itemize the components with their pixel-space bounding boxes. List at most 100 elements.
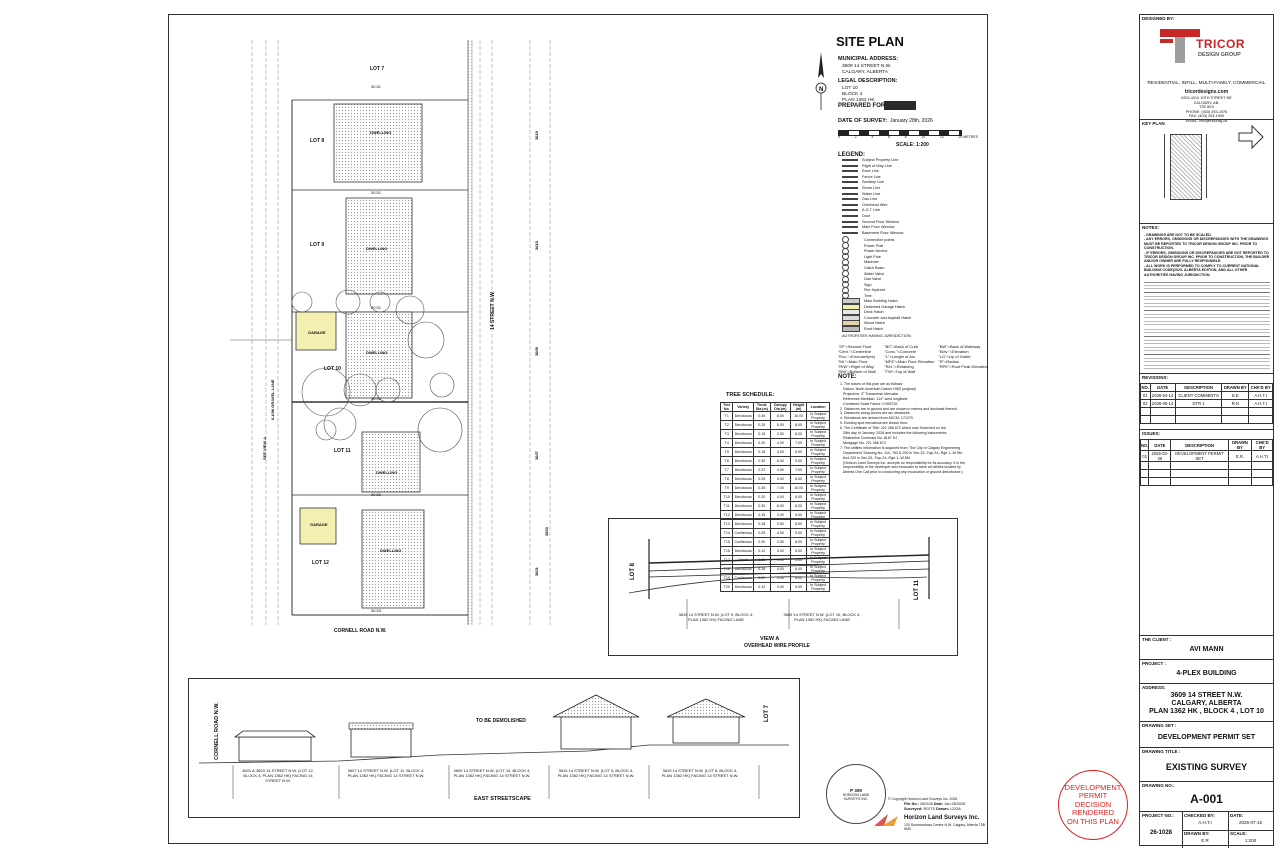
legend-swatch — [842, 326, 860, 332]
legend-swatch — [842, 320, 860, 327]
client-name: AVI MANN — [1189, 646, 1224, 653]
table-cell — [1248, 407, 1273, 416]
table-header-cell: NO. — [1139, 439, 1150, 451]
abbreviation-item: "R"=Radius — [938, 359, 959, 364]
top-dimension: 30.52 — [371, 396, 382, 401]
table-header-cell: DATE — [1148, 439, 1172, 451]
table-cell: In Subject Property — [806, 483, 830, 493]
note-line: Datum: North American Datum 1983 (origin… — [840, 386, 916, 391]
table-cell — [1227, 469, 1253, 478]
table-cell: T20 — [719, 582, 734, 592]
title-block-note: - DRAWINGS ARE NOT TO BE SCALED. — [1144, 233, 1212, 237]
project-meta-section: PROJECT NO.: 26-1028 CHECKED BY: A.H.T.I… — [1140, 811, 1273, 848]
table-header-cell: DESCRIPTION — [1170, 439, 1229, 451]
table-cell — [1251, 469, 1273, 478]
table-cell: T11 — [719, 501, 734, 511]
table-cell: In Subject Property — [806, 429, 830, 439]
site-plan-title: SITE PLAN — [836, 34, 904, 49]
table-cell: 0.20 — [752, 438, 771, 448]
table-cell: A.H.T.I — [1248, 391, 1273, 400]
table-cell: 02 — [1140, 399, 1151, 408]
table-cell: 6.00 — [769, 456, 791, 466]
legal-label: LEGAL DESCRIPTION: — [838, 78, 898, 84]
table-cell: 4.50 — [769, 465, 791, 475]
legend-item: Subject Property Line — [842, 158, 898, 162]
surveyor-address: 120 Sunmeadows Centre N.W. Calgary, Albe… — [904, 823, 985, 831]
abbreviation-item: "RPE"=Roof Peak Elevation — [938, 364, 988, 369]
legend-item: Concrete and Asphalt Hatch — [842, 314, 911, 321]
surveyor-name: Horizon Land Surveys Inc. — [904, 815, 980, 821]
house-number: 3607 — [534, 451, 539, 460]
table-header-cell: Tree No. — [719, 402, 734, 412]
legend-swatch — [842, 159, 858, 161]
legend-authority: AUTHORITIES HAVING JURISDICTION: — [842, 333, 912, 338]
note-line: 7. The utilities information is acquired… — [840, 445, 961, 450]
table-cell: Deciduous — [732, 447, 754, 457]
surveyor-seal: P 309 HORIZON LAND SURVEYS INC. — [826, 764, 886, 824]
legend-swatch — [842, 215, 858, 217]
legend-swatch — [842, 231, 858, 234]
legend-swatch — [842, 198, 858, 201]
demolish-label: TO BE DEMOLISHED — [476, 718, 526, 724]
table-cell — [1221, 415, 1250, 424]
survey-date-label: DATE OF SURVEY: — [838, 118, 888, 124]
table-cell: In Subject Property — [806, 447, 830, 457]
top-dimension: 30.53 — [371, 608, 382, 613]
svg-text:N: N — [819, 87, 823, 93]
table-cell: Deciduous — [732, 438, 754, 448]
house-number: 3615 — [534, 241, 539, 250]
table-cell: 8.00 — [789, 420, 808, 430]
abbreviation-item: "LG"=Lip of Gutter — [938, 354, 971, 359]
table-cell: 7.00 — [769, 483, 791, 493]
legend-swatch — [842, 309, 860, 316]
table-header-cell: Canopy Dia.(m) — [769, 402, 791, 412]
table-cell: 01 — [1140, 391, 1151, 400]
table-cell — [1251, 477, 1273, 486]
legend-item: Overhead Wire — [842, 203, 888, 207]
table-cell: 9.00 — [789, 456, 808, 466]
note-line: 3. Distances along curves are arc distan… — [840, 411, 911, 416]
copyright: © Copyright Horizon Land Surveys Inc. 20… — [888, 797, 958, 801]
streetscape-box — [188, 678, 800, 818]
sheet-border — [168, 14, 988, 844]
legend-item: Water Line — [842, 192, 880, 196]
table-cell — [1170, 469, 1229, 478]
table-cell: T8 — [719, 474, 734, 484]
lot-label: LOT 9 — [310, 242, 325, 248]
table-cell: 2026-05-14 — [1149, 399, 1176, 408]
streetscape-drawing — [198, 694, 789, 799]
table-cell: 0.35 — [752, 483, 771, 493]
table-row — [1139, 469, 1273, 478]
table-cell — [1221, 407, 1250, 416]
table-cell: 0.22 — [752, 465, 771, 475]
table-cell: In Subject Property — [806, 492, 830, 502]
lane-label: 6.10M GRAVEL LANE — [270, 379, 275, 420]
table-cell: In Subject Property — [806, 456, 830, 466]
table-header-cell: CHK'D BY — [1248, 383, 1273, 392]
tricor-logo-icon — [1160, 29, 1200, 63]
company-sub: DESIGN GROUP — [1198, 52, 1241, 58]
title-block-note: - IF ERRORS, OMISSIONS OR DISCREPANCIES … — [1144, 250, 1270, 264]
table-cell: 4.00 — [769, 492, 791, 502]
address-line: CALGARY, ALBERTA — [842, 70, 889, 75]
table-cell — [1148, 461, 1172, 470]
table-cell: E.R. — [1227, 450, 1253, 462]
table-cell — [1149, 407, 1176, 416]
legal-line: PLAN 1362 HK — [842, 98, 875, 103]
top-dimension: 30.51 — [371, 190, 382, 195]
legend-swatch — [842, 203, 858, 206]
project-name: 4-PLEX BUILDING — [1176, 670, 1237, 677]
survey-date: January 28th, 2026 — [890, 118, 933, 124]
top-dimension: 30.52 — [371, 492, 382, 497]
legend-swatch — [842, 175, 858, 178]
